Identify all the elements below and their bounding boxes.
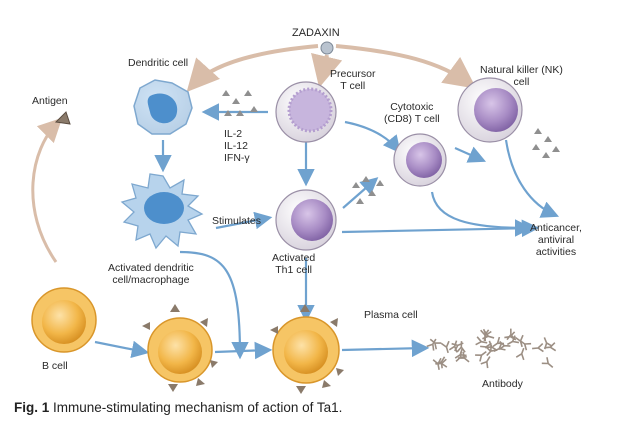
precursor-line-1: Precursor	[330, 68, 376, 80]
b-cell	[31, 287, 97, 353]
antibody-glyph	[532, 343, 544, 353]
cytokine-cluster-2	[352, 176, 384, 204]
cytokine-il2: IL-2	[224, 128, 243, 140]
activated-dendritic-label: Activated dendritic cell/macrophage	[108, 262, 194, 286]
zadaxin-arrows	[31, 44, 477, 263]
stimulates-label: Stimulates	[212, 215, 262, 227]
th1-line-2: Th1 cell	[275, 264, 312, 276]
zadaxin-label: ZADAXIN	[292, 27, 340, 39]
antibody-cluster	[426, 328, 557, 370]
anticancer-line-2: antiviral	[537, 234, 575, 246]
antibody-glyph	[435, 358, 448, 368]
activated-th1-label: Activated Th1 cell	[272, 252, 315, 276]
antigen-label: Antigen	[32, 95, 68, 107]
activated-dendritic-cell	[120, 173, 204, 250]
cytokine-cluster-3	[532, 128, 560, 158]
plasma-cell	[270, 304, 344, 394]
anticancer-line-3: activities	[535, 246, 577, 258]
figure-number: Fig. 1	[14, 400, 50, 415]
cytotoxic-t-cell-label: Cytotoxic (CD8) T cell	[384, 101, 440, 125]
antibody-glyph	[543, 337, 553, 350]
antibody-glyph	[498, 340, 511, 351]
cytokines-label: IL-2 IL-12 IFN-γ	[224, 128, 250, 164]
activated-th1-cell	[275, 189, 337, 251]
cytokine-ifng: IFN-γ	[224, 152, 250, 164]
cytokine-il12: IL-12	[224, 140, 248, 152]
activated-dendritic-line-1: Activated dendritic	[108, 262, 194, 274]
activated-b-cell	[142, 304, 218, 392]
nk-cell	[457, 77, 523, 143]
b-cell-label: B cell	[42, 360, 68, 372]
antibody-glyph	[426, 338, 437, 351]
precursor-line-2: T cell	[340, 80, 366, 92]
antibody-glyph	[541, 357, 554, 368]
antibody-glyph	[504, 331, 517, 341]
antibody-glyph	[519, 339, 532, 351]
cytotoxic-t-cell	[393, 133, 447, 187]
antibody-glyph	[482, 330, 495, 340]
plasma-cell-label: Plasma cell	[364, 309, 418, 321]
figure-caption-text: Immune-stimulating mechanism of action o…	[53, 400, 343, 415]
dendritic-cell	[133, 79, 193, 135]
precursor-t-cell-label: Precursor T cell	[330, 68, 376, 92]
antigen-icon	[54, 111, 71, 125]
cytokine-cluster-1	[222, 90, 258, 116]
zadaxin-node	[320, 41, 334, 55]
cytotoxic-line-2: (CD8) T cell	[384, 113, 440, 125]
antibody-label: Antibody	[482, 378, 523, 390]
antibody-glyph	[475, 350, 487, 362]
anticancer-line-1: Anticancer,	[530, 222, 582, 234]
antibody-glyph	[515, 347, 525, 361]
th1-line-1: Activated	[272, 252, 316, 264]
antibody-glyph	[480, 356, 491, 369]
antibody-glyph	[480, 342, 492, 352]
cytotoxic-line-1: Cytotoxic	[390, 101, 434, 113]
anticancer-label: Anticancer, antiviral activities	[530, 222, 582, 258]
nk-cell-label: Natural killer (NK) cell	[480, 64, 563, 88]
antibody-glyph	[440, 340, 450, 354]
antibody-glyph	[514, 334, 524, 348]
antibody-glyph	[475, 336, 488, 346]
figure-caption: Fig. 1 Immune-stimulating mechanism of a…	[14, 400, 342, 415]
activated-dendritic-line-2: cell/macrophage	[112, 274, 190, 286]
precursor-t-cell	[275, 81, 337, 143]
antibody-glyph	[451, 342, 464, 352]
dendritic-cell-label: Dendritic cell	[128, 57, 189, 69]
nk-line-2: cell	[513, 76, 530, 88]
nk-line-1: Natural killer (NK)	[480, 64, 563, 76]
antibody-glyph	[457, 351, 470, 363]
